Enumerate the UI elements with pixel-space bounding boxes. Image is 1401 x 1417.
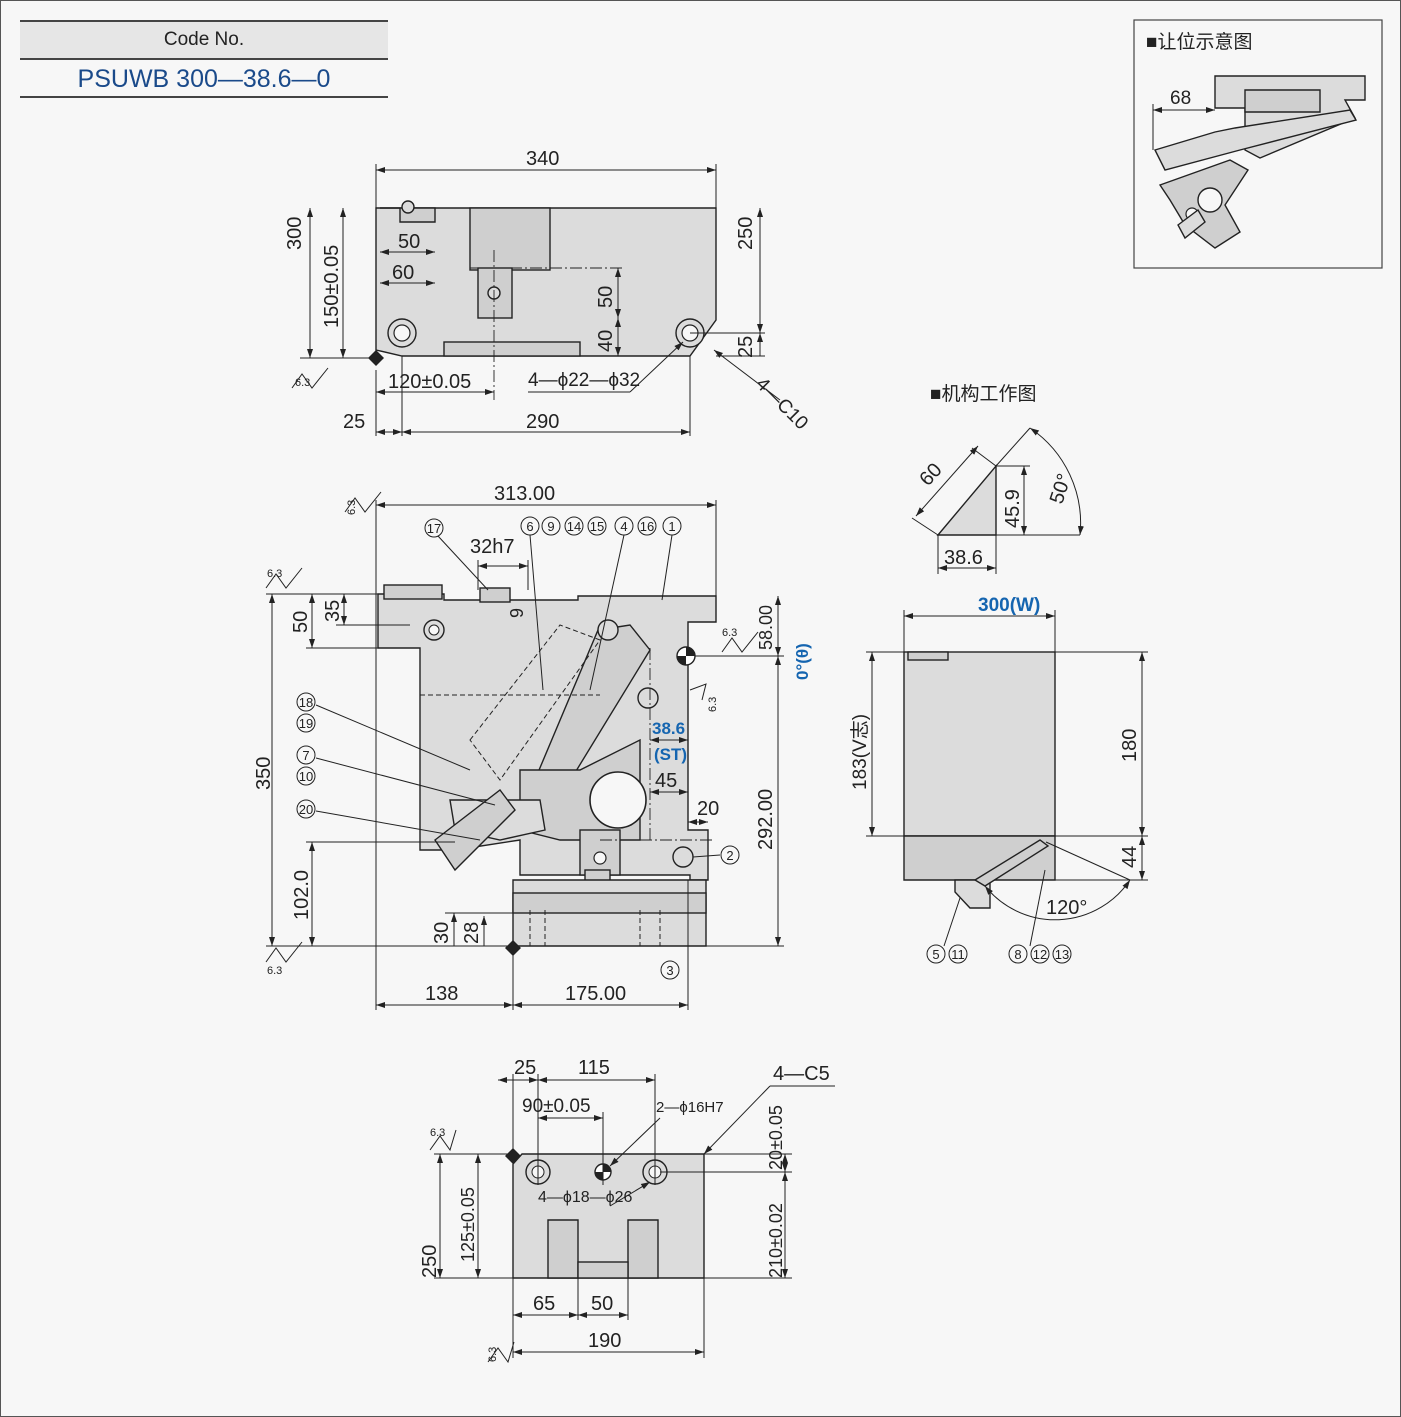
label-16: 16 <box>640 519 654 534</box>
tv-25: 25 <box>735 336 757 358</box>
fv-50: 50 <box>290 611 312 633</box>
tv-rough: 6.3 <box>295 377 310 389</box>
bv-250: 250 <box>419 1245 441 1278</box>
fv-rough-4: 6.3 <box>267 568 282 580</box>
bv-190: 190 <box>588 1330 621 1352</box>
fv-st: 38.6 <box>652 719 685 738</box>
label-13: 13 <box>1055 947 1069 962</box>
label-14: 14 <box>567 519 581 534</box>
tv-50: 50 <box>398 231 420 253</box>
fv-30: 30 <box>431 922 453 944</box>
label-20: 20 <box>299 802 313 817</box>
bv-20: 20±0.05 <box>766 1105 786 1170</box>
bv-holes: 4—ϕ18—ϕ26 <box>538 1189 633 1206</box>
label-1: 1 <box>668 519 675 534</box>
label-7: 7 <box>302 748 309 763</box>
front-view: 313.00 6.3 32h7 9 350 50 35 102.0 30 28 … <box>253 483 812 1010</box>
fv-28: 28 <box>461 922 483 944</box>
bv-125: 125±0.05 <box>458 1187 478 1262</box>
tv-300: 300 <box>284 217 306 250</box>
bv-210: 210±0.02 <box>766 1203 786 1278</box>
label-18: 18 <box>299 695 313 710</box>
code-box: Code No. PSUWB 300—38.6—0 <box>20 20 388 98</box>
label-5: 5 <box>932 947 939 962</box>
tv-150: 150±0.05 <box>321 245 343 328</box>
fv-rough-3: 6.3 <box>707 697 719 712</box>
tv-chamfer: 4—C10 <box>751 374 811 434</box>
label-17: 17 <box>427 521 441 536</box>
fv-175: 175.00 <box>565 983 626 1005</box>
label-9: 9 <box>547 519 554 534</box>
sv-width: 300(W) <box>978 595 1040 616</box>
fv-102: 102.0 <box>291 870 313 920</box>
side-view: 300(W) 183(V志) 180 44 120° 5 11 8 12 13 <box>849 595 1148 964</box>
fv-32h7: 32h7 <box>470 536 515 558</box>
label-12: 12 <box>1033 947 1047 962</box>
label-3: 3 <box>666 963 673 978</box>
fv-350: 350 <box>253 757 275 790</box>
bv-90: 90±0.05 <box>522 1096 591 1117</box>
sv-120: 120° <box>1046 897 1087 919</box>
mech-45-9: 45.9 <box>1002 489 1024 528</box>
bv-115: 115 <box>578 1057 610 1079</box>
label-19: 19 <box>299 716 313 731</box>
tv-340: 340 <box>526 148 559 170</box>
fv-313: 313.00 <box>494 483 555 505</box>
bv-pins: 2—ϕ16H7 <box>656 1099 724 1116</box>
tv-50b: 50 <box>595 286 617 308</box>
bottom-view: 25 115 90±0.05 2—ϕ16H7 4—C5 4—ϕ18—ϕ26 20… <box>419 1057 835 1364</box>
label-8: 8 <box>1014 947 1021 962</box>
mech-angle: 50° <box>1046 471 1076 507</box>
fv-9: 9 <box>507 608 527 618</box>
label-2: 2 <box>726 848 733 863</box>
tv-25b: 25 <box>343 411 365 433</box>
tv-120: 120±0.05 <box>388 371 471 393</box>
fv-58: 58.00 <box>756 605 776 650</box>
bv-chamfer: 4—C5 <box>773 1063 830 1085</box>
tv-40: 40 <box>595 330 617 352</box>
label-15: 15 <box>590 519 604 534</box>
sv-44: 44 <box>1119 846 1141 868</box>
label-10: 10 <box>299 769 313 784</box>
tv-290: 290 <box>526 411 559 433</box>
inset-panel: ■让位示意图 68 <box>1133 19 1383 269</box>
sv-180: 180 <box>1119 729 1141 762</box>
code-label: Code No. <box>20 20 388 60</box>
label-11: 11 <box>951 947 965 962</box>
fv-rough-5: 6.3 <box>267 965 282 977</box>
sv-183: 183(V志) <box>849 714 871 790</box>
tv-holes: 4—ϕ22—ϕ32 <box>528 370 640 391</box>
tv-60: 60 <box>392 262 414 284</box>
inset-title: ■让位示意图 <box>1146 31 1252 53</box>
code-value: PSUWB 300—38.6—0 <box>20 60 388 98</box>
bv-rough-2: 6.3 <box>487 1347 499 1362</box>
fv-292: 292.00 <box>755 789 777 850</box>
mechanism-diagram: ■机构工作图 60 45.9 38.6 50° <box>911 383 1084 574</box>
fv-st-label: (ST) <box>654 745 687 764</box>
bv-50: 50 <box>591 1293 613 1315</box>
top-view: 340 300 150±0.05 250 25 50 60 50 40 120±… <box>284 148 812 436</box>
mech-38-6: 38.6 <box>944 547 983 569</box>
fv-rough-1: 6.3 <box>346 500 358 515</box>
bv-rough-1: 6.3 <box>430 1127 445 1139</box>
mech-title: ■机构工作图 <box>930 383 1036 405</box>
mech-60: 60 <box>915 459 946 490</box>
inset-dim-68: 68 <box>1170 88 1191 109</box>
bv-25: 25 <box>514 1057 536 1079</box>
tv-250: 250 <box>735 217 757 250</box>
fv-20: 20 <box>697 798 719 820</box>
label-4: 4 <box>620 519 627 534</box>
label-6: 6 <box>526 519 533 534</box>
bv-65: 65 <box>533 1293 555 1315</box>
fv-45: 45 <box>655 770 677 792</box>
fv-rough-2: 6.3 <box>722 627 737 639</box>
fv-138: 138 <box>425 983 458 1005</box>
fv-35: 35 <box>322 600 344 622</box>
fv-theta: 0°(θ) <box>793 643 812 680</box>
